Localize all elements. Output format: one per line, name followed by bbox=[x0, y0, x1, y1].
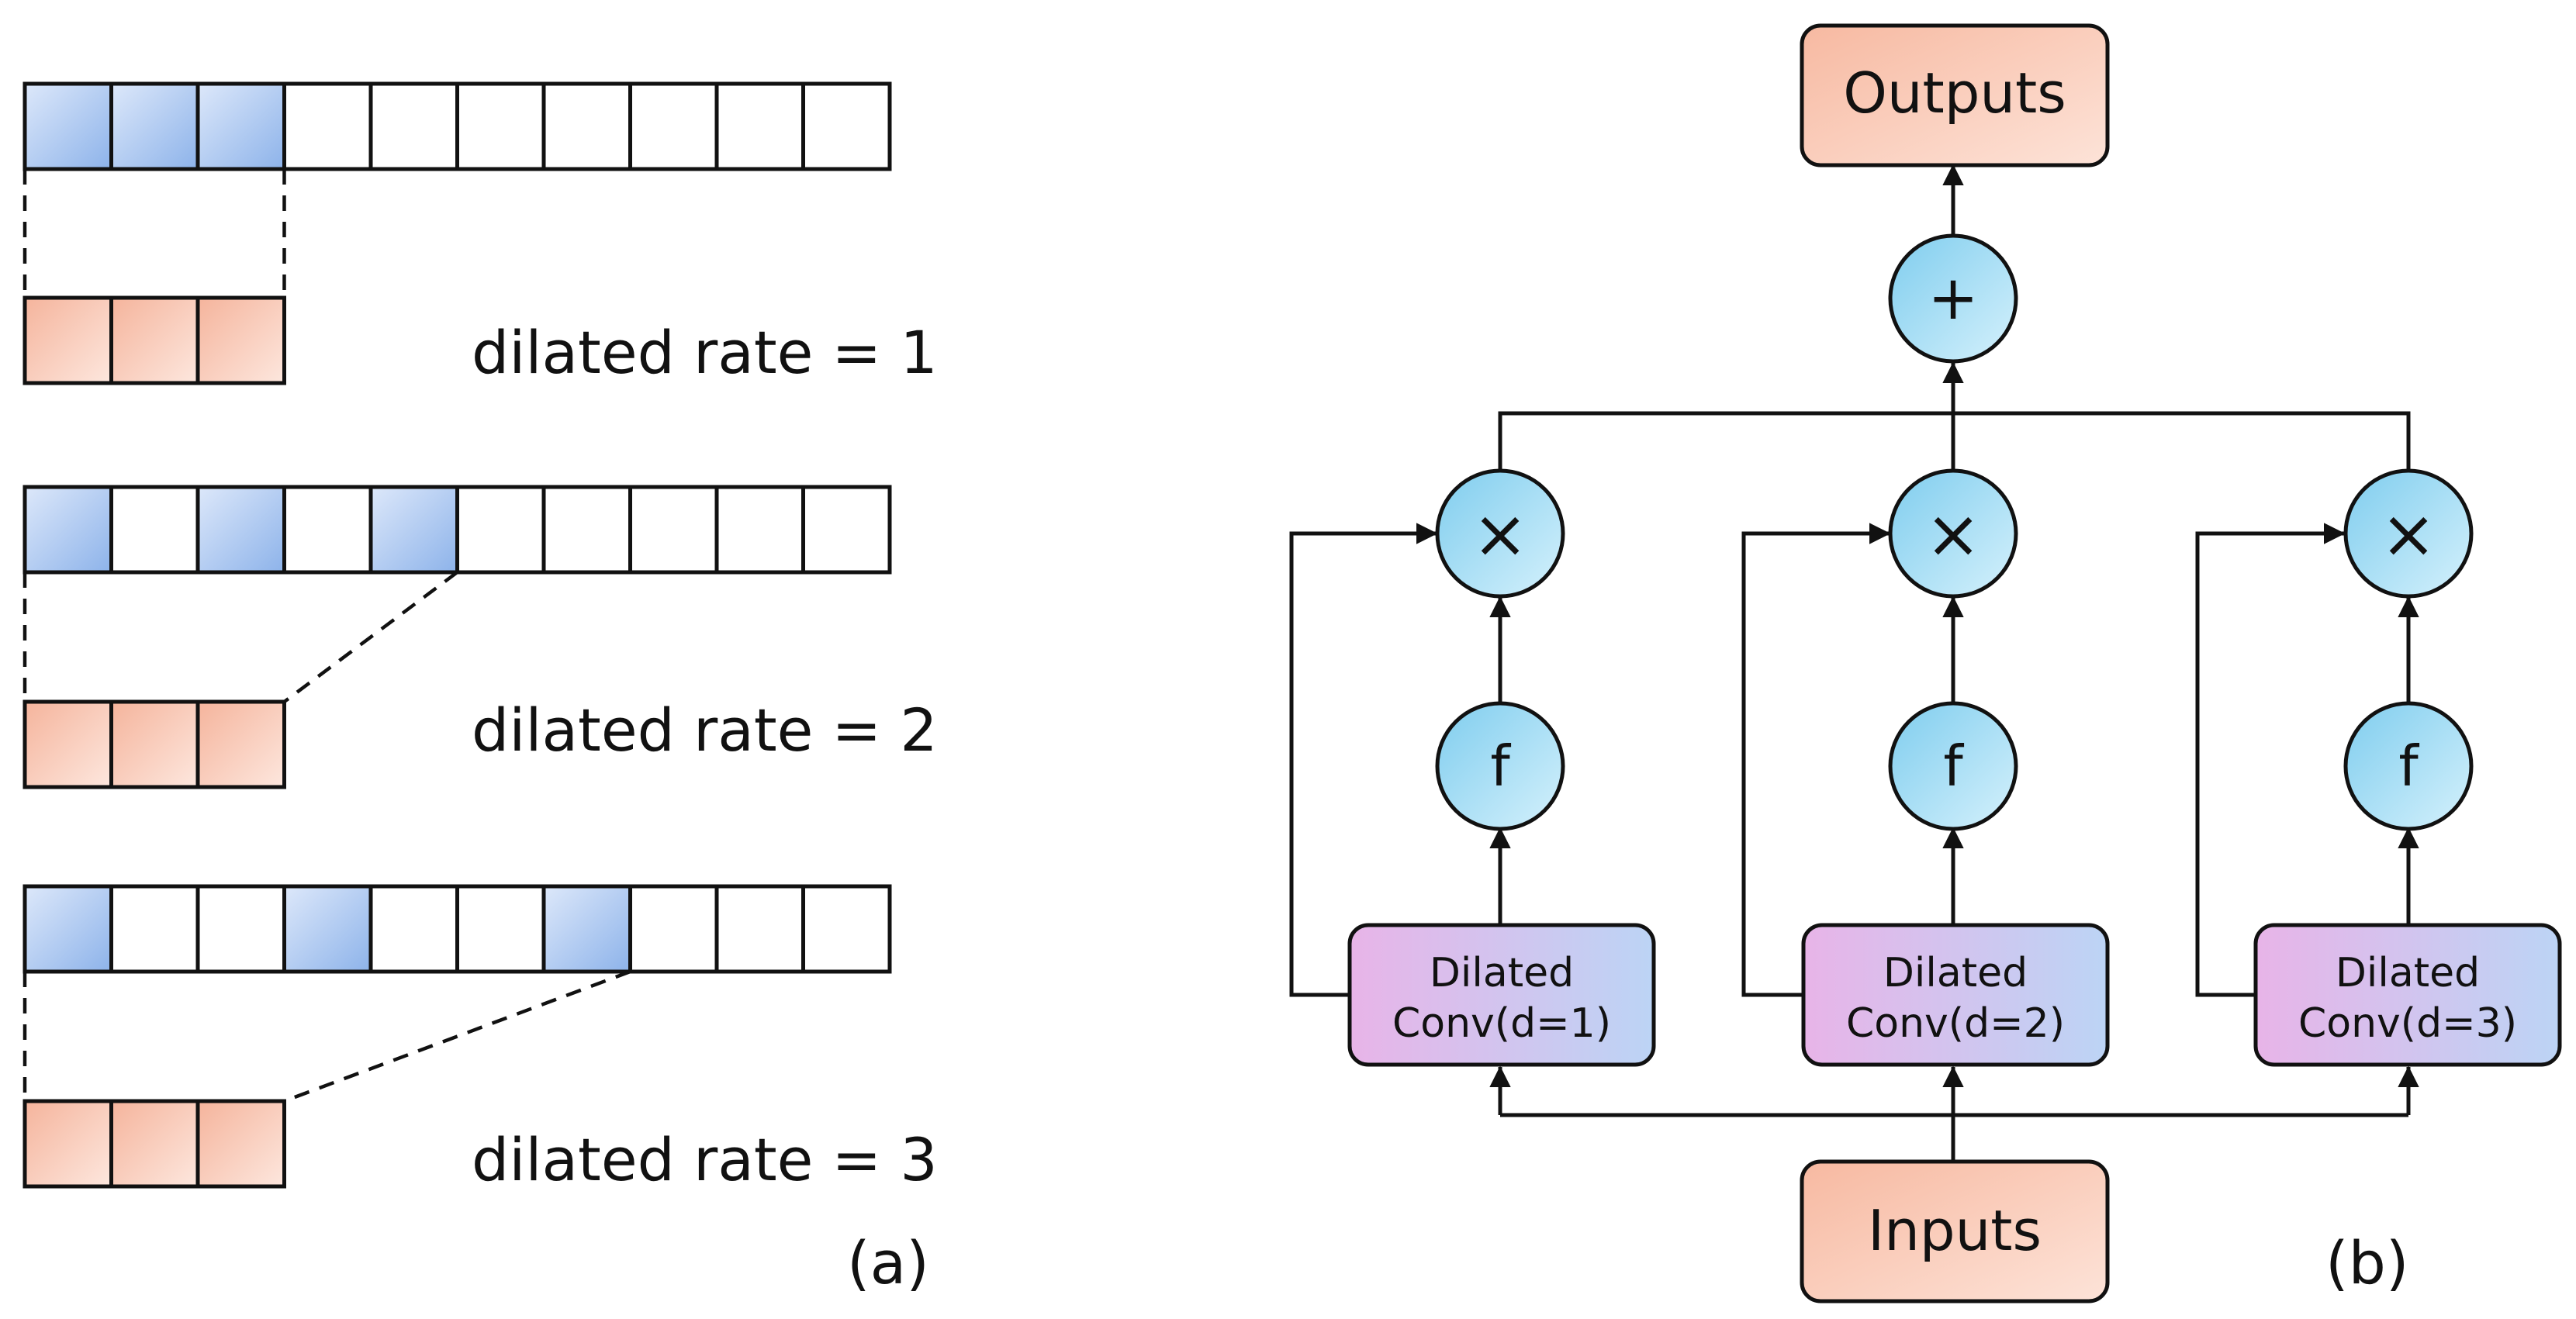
kernel-cell bbox=[22, 1099, 113, 1189]
conv-2-line1: Dilated bbox=[1883, 950, 2028, 996]
activation-node-1: f bbox=[1435, 701, 1565, 831]
activation-symbol-3: f bbox=[2398, 734, 2419, 799]
activation-symbol-2: f bbox=[1943, 734, 1964, 799]
panel-a-dilation-illustration: dilated rate = 1 dilated rate = 2 dilate… bbox=[22, 81, 938, 1297]
input-cell bbox=[455, 485, 546, 575]
activation-node-2: f bbox=[1888, 701, 2018, 831]
input-cell bbox=[282, 485, 373, 575]
input-cell bbox=[455, 81, 546, 171]
dilation-row-rate-1 bbox=[22, 81, 892, 385]
conv-3-line1: Dilated bbox=[2336, 950, 2480, 996]
input-cell-sampled bbox=[109, 81, 200, 171]
input-cell-sampled bbox=[368, 485, 459, 575]
kernel-cell bbox=[22, 295, 113, 385]
sum-symbol: + bbox=[1928, 264, 1978, 333]
input-cell bbox=[109, 485, 200, 575]
conv-1-line2: Conv(d=1) bbox=[1392, 1000, 1611, 1047]
input-cell bbox=[455, 884, 546, 974]
dashed-guide-right bbox=[283, 571, 458, 703]
input-cell bbox=[541, 81, 632, 171]
multiply-node-1: × bbox=[1435, 468, 1565, 599]
kernel-cell bbox=[109, 699, 200, 789]
sum-node: + bbox=[1888, 233, 2018, 364]
kernel-cell bbox=[195, 1099, 286, 1189]
dashed-guide-right bbox=[283, 969, 631, 1103]
input-cell bbox=[195, 884, 286, 974]
inputs-box: Inputs bbox=[1800, 1159, 2110, 1303]
input-cell bbox=[714, 884, 805, 974]
input-cell-sampled bbox=[195, 81, 286, 171]
kernel-cell bbox=[109, 1099, 200, 1189]
rate-label-1: dilated rate = 1 bbox=[472, 318, 938, 387]
multiply-symbol-2: × bbox=[1925, 495, 1981, 573]
input-cell bbox=[628, 884, 719, 974]
input-cell bbox=[541, 485, 632, 575]
input-cell-sampled bbox=[22, 884, 113, 974]
input-cell bbox=[714, 485, 805, 575]
activation-symbol-1: f bbox=[1490, 734, 1511, 799]
input-cell-sampled bbox=[195, 485, 286, 575]
kernel-cell bbox=[22, 699, 113, 789]
input-cell bbox=[801, 485, 892, 575]
dilation-row-rate-2 bbox=[22, 485, 892, 789]
kernel-cell bbox=[195, 699, 286, 789]
input-cell bbox=[628, 81, 719, 171]
skip-conv-2-to-multiply bbox=[1741, 523, 1891, 997]
skip-conv-1-to-multiply bbox=[1289, 523, 1438, 997]
multiply-node-3: × bbox=[2343, 468, 2474, 599]
caption-a: (a) bbox=[847, 1228, 929, 1297]
activation-node-3: f bbox=[2343, 701, 2474, 831]
connection-lines bbox=[1289, 164, 2419, 1162]
multiply-symbol-3: × bbox=[2381, 495, 2436, 573]
caption-b: (b) bbox=[2325, 1228, 2409, 1297]
input-cell bbox=[801, 884, 892, 974]
input-cell-sampled bbox=[282, 884, 373, 974]
multiply-symbol-1: × bbox=[1472, 495, 1528, 573]
rate-label-3: dilated rate = 3 bbox=[472, 1125, 938, 1194]
input-cell bbox=[628, 485, 719, 575]
conv-1-line1: Dilated bbox=[1430, 950, 1574, 996]
input-cell bbox=[801, 81, 892, 171]
dilated-conv-box-3: Dilated Conv(d=3) bbox=[2253, 923, 2562, 1067]
input-cell bbox=[714, 81, 805, 171]
rate-label-2: dilated rate = 2 bbox=[472, 696, 938, 765]
dilated-conv-box-1: Dilated Conv(d=1) bbox=[1347, 923, 1656, 1067]
panel-b-network-diagram: Outputs + × × × f f f bbox=[1289, 23, 2562, 1303]
input-cell-sampled bbox=[22, 485, 113, 575]
skip-conv-3-to-multiply bbox=[2195, 523, 2346, 997]
dilated-conv-box-2: Dilated Conv(d=2) bbox=[1801, 923, 2110, 1067]
multiply-node-2: × bbox=[1888, 468, 2018, 599]
kernel-cell bbox=[109, 295, 200, 385]
outputs-label: Outputs bbox=[1843, 60, 2066, 126]
input-cell bbox=[109, 884, 200, 974]
outputs-box: Outputs bbox=[1800, 23, 2110, 167]
input-cell-sampled bbox=[541, 884, 632, 974]
input-cell-sampled bbox=[22, 81, 113, 171]
conv-3-line2: Conv(d=3) bbox=[2298, 1000, 2517, 1047]
dilation-row-rate-3 bbox=[22, 884, 892, 1189]
inputs-label: Inputs bbox=[1868, 1198, 2042, 1263]
input-cell bbox=[368, 884, 459, 974]
input-cell bbox=[368, 81, 459, 171]
conv-2-line2: Conv(d=2) bbox=[1846, 1000, 2065, 1047]
kernel-cell bbox=[195, 295, 286, 385]
input-cell bbox=[282, 81, 373, 171]
